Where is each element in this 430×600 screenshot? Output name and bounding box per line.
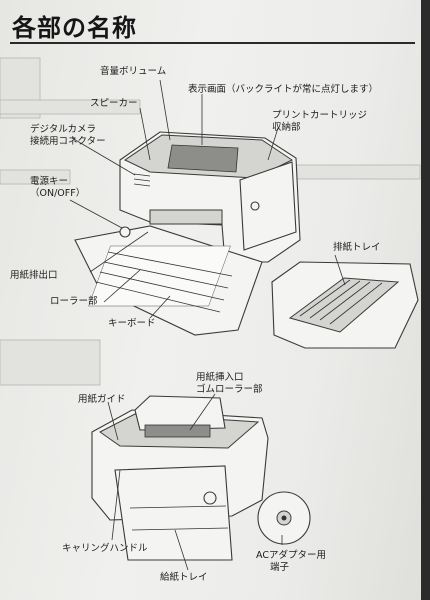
background-heading-strip-left — [0, 169, 71, 185]
cartridge-cover-shape — [239, 161, 297, 251]
label-power-line1: 電源キー — [30, 176, 69, 187]
label-display: 表示画面（バックライトが常に点灯します） — [188, 84, 379, 95]
label-paper-insert-line1: 用紙挿入口 — [196, 372, 244, 383]
background-device-shadow — [0, 339, 101, 386]
cartridge-latch — [250, 201, 260, 211]
paper-supply-tray — [114, 465, 233, 561]
background-heading-strip — [0, 99, 141, 115]
speaker-grille — [133, 173, 151, 187]
rubber-roller — [144, 424, 211, 438]
paper-feed-unit — [134, 395, 226, 431]
label-keyboard: キーボード — [108, 318, 156, 329]
paper-exit-slot — [149, 209, 223, 225]
page-edge-shadow — [421, 0, 430, 600]
keyboard-keys — [88, 245, 233, 313]
label-power-line2: （ON/OFF） — [30, 188, 86, 199]
leader-lines-bottom — [107, 393, 283, 571]
label-paper-insert-line2: ゴムローラー部 — [196, 384, 263, 395]
label-paper-exit: 用紙排出口 — [10, 270, 58, 281]
display-screen-shape — [167, 144, 239, 173]
tray-lines — [129, 505, 229, 531]
side-dial — [203, 491, 217, 505]
label-paper-guide: 用紙ガイド — [78, 394, 126, 405]
label-ac-line2: 端子 — [270, 562, 290, 573]
label-roller: ローラー部 — [50, 296, 98, 307]
label-cartridge-line2: 収納部 — [272, 122, 301, 133]
leader-lines-top — [69, 79, 346, 319]
label-camera-line1: デジタルカメラ — [30, 124, 97, 135]
label-output-tray: 排紙トレイ — [333, 242, 381, 253]
label-carry-handle: キャリングハンドル — [62, 543, 148, 554]
label-speaker: スピーカー — [90, 98, 138, 109]
label-camera-line2: 接続用コネクター — [30, 136, 106, 147]
output-tray-ribs — [299, 279, 383, 325]
page-title: 各部の名称 — [12, 14, 137, 42]
ac-port-pin — [281, 515, 287, 521]
title-underline — [10, 42, 415, 44]
label-paper-tray: 給紙トレイ — [160, 572, 208, 583]
label-ac-line1: ACアダプター用 — [256, 550, 326, 561]
label-volume: 音量ボリューム — [100, 66, 167, 77]
power-key — [119, 226, 131, 238]
label-cartridge-line1: プリントカートリッジ — [272, 110, 368, 121]
